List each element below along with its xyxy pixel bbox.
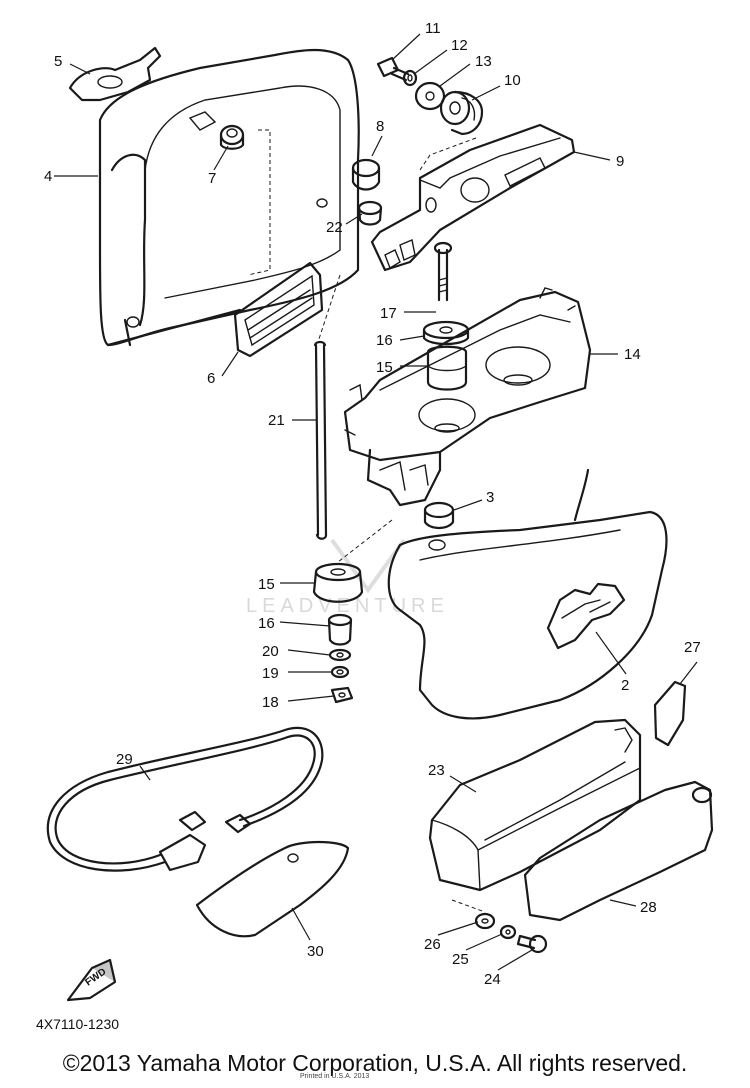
part-cable-30	[46, 726, 324, 872]
part-tool-case	[428, 718, 642, 892]
callout-23: 22	[326, 219, 343, 236]
fwd-arrow-icon: FWD	[66, 958, 117, 1002]
callout-27: 26	[424, 936, 441, 953]
callout-4: 4	[44, 168, 52, 185]
callout-6: 6	[207, 370, 215, 387]
callout-22: 21	[268, 412, 285, 429]
callout-12: 12	[451, 37, 468, 54]
part-grommet-7	[219, 124, 245, 150]
part-right-side-cover	[387, 468, 668, 720]
callout-2: 2	[621, 677, 629, 694]
callout-25: 24	[484, 971, 501, 988]
callout-29: 28	[640, 899, 657, 916]
copyright-notice: ©2013 Yamaha Motor Corporation, U.S.A. A…	[62, 1050, 688, 1076]
part-damper-15-lower	[312, 562, 364, 603]
part-battery-box	[343, 287, 592, 507]
callout-31: 30	[307, 943, 324, 960]
part-grommet-3	[423, 501, 455, 530]
callout-17: 16	[376, 332, 393, 349]
part-emblem-plate	[233, 261, 324, 358]
part-washer-20	[330, 665, 350, 679]
part-pad-31	[195, 840, 350, 938]
part-rod-22	[313, 340, 328, 540]
part-washer-21	[328, 648, 352, 662]
leader-lines	[54, 33, 698, 971]
assembly-lines	[247, 129, 486, 913]
part-left-side-cover	[98, 48, 360, 347]
callout-13: 13	[475, 53, 492, 70]
callout-9: 9	[616, 153, 624, 170]
part-grommet-8	[351, 158, 381, 191]
callout-3: 3	[486, 489, 494, 506]
part-damper-15-upper	[426, 345, 468, 391]
callout-8: 8	[376, 118, 384, 135]
callout-18: 17	[380, 305, 397, 322]
part-grommet-23	[357, 200, 383, 226]
part-damper-10	[439, 90, 484, 136]
callout-28: 27	[684, 639, 701, 656]
part-bolt-18	[433, 241, 453, 302]
fine-print: Printed in U.S.A. 2013	[300, 1073, 370, 1080]
part-screw-25	[516, 934, 548, 954]
callout-19: 18	[262, 694, 279, 711]
part-tool-case-lid	[523, 780, 714, 922]
part-plate-28	[653, 680, 687, 747]
callout-30: 29	[116, 751, 133, 768]
callout-21: 20	[262, 643, 279, 660]
callout-5: 5	[54, 53, 62, 70]
part-clip	[68, 46, 162, 102]
callout-7: 7	[208, 170, 216, 187]
callout-24: 23	[428, 762, 445, 779]
part-nut-19	[330, 686, 354, 704]
callout-11: 11	[425, 20, 441, 37]
callouts: 5 4 6 7 8 11 12 13 10 9 22 17 16 15 14 2…	[44, 20, 701, 988]
part-bracket-9	[370, 123, 576, 272]
part-washer-12	[402, 69, 418, 87]
part-collar-16	[327, 613, 353, 646]
watermark-text: LEADVENTURE	[246, 595, 449, 617]
part-washer-27	[474, 912, 496, 930]
diagram-code: 4X7110-1230	[36, 1016, 120, 1032]
part-washer-13	[414, 81, 446, 111]
callout-15-lower: 15	[258, 576, 275, 593]
callout-14: 14	[624, 346, 641, 363]
callout-15-upper: 15	[376, 359, 393, 376]
callout-26: 25	[452, 951, 469, 968]
part-washer-26	[499, 924, 517, 940]
callout-16: 16	[258, 615, 275, 632]
callout-10: 10	[504, 72, 521, 89]
callout-20: 19	[262, 665, 279, 682]
watermark: LEADVENTURE	[246, 538, 449, 617]
